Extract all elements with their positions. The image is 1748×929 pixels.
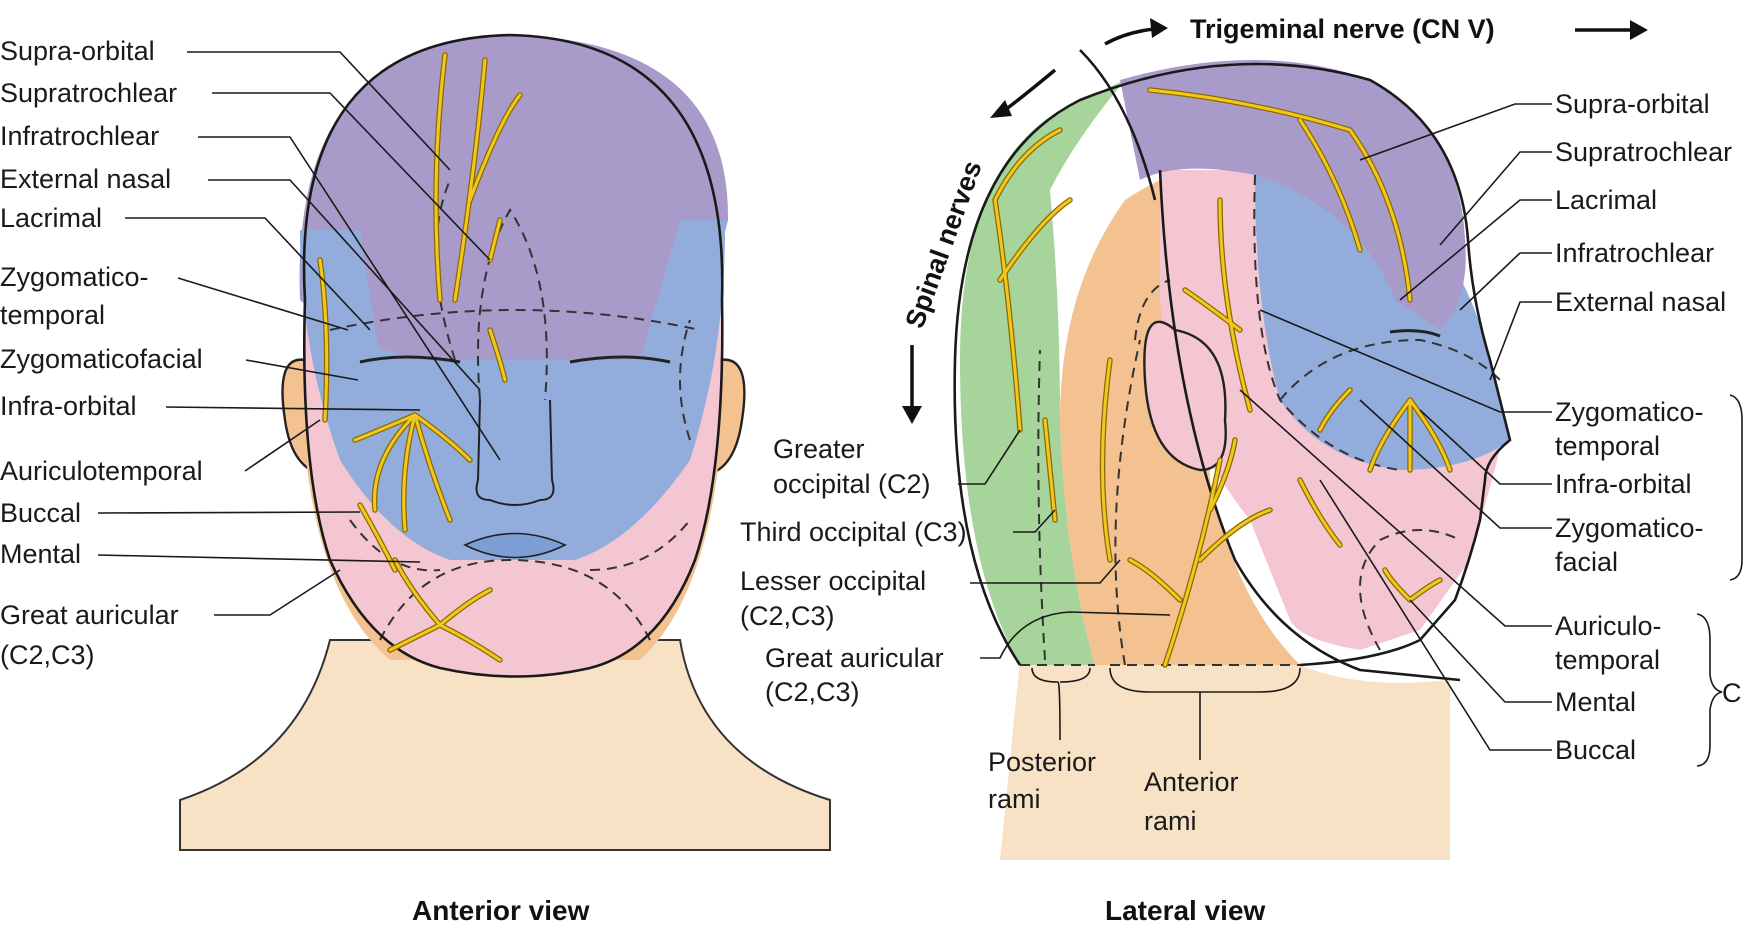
- lateral-bracket-label: C: [1722, 678, 1742, 708]
- lateral-label-lacrimal: Lacrimal: [1555, 185, 1657, 215]
- spinal-down-arrowhead: [902, 406, 922, 424]
- lateral-label-supra-orbital: Supra-orbital: [1555, 89, 1710, 119]
- rami-anterior-1: Anterior: [1144, 767, 1239, 797]
- rami-anterior-2: rami: [1144, 806, 1197, 836]
- lateral-label-lesser-occipital-2: (C2,C3): [740, 601, 835, 631]
- rami-posterior-1: Posterior: [988, 747, 1096, 777]
- rami-posterior-2: rami: [988, 784, 1041, 814]
- lateral-caption: Lateral view: [1105, 895, 1266, 926]
- lateral-label-greater-occipital-2: occipital (C2): [773, 469, 931, 499]
- anterior-label-mental: Mental: [0, 539, 81, 569]
- lateral-label-auriculotemporal-1: Auriculo-: [1555, 611, 1662, 641]
- lateral-label-greater-occipital-1: Greater: [773, 434, 865, 464]
- lateral-label-infra-orbital: Infra-orbital: [1555, 469, 1692, 499]
- lateral-label-lesser-occipital-1: Lesser occipital: [740, 566, 926, 596]
- anterior-label-buccal: Buccal: [0, 498, 81, 528]
- anterior-label-infratrochlear: Infratrochlear: [0, 121, 159, 151]
- lateral-label-great-auricular-2: (C2,C3): [765, 677, 860, 707]
- anterior-label-supra-orbital: Supra-orbital: [0, 36, 155, 66]
- lateral-label-buccal: Buccal: [1555, 735, 1636, 765]
- upper-brace: [1730, 395, 1742, 580]
- spinal-up-arrowhead: [990, 100, 1012, 118]
- anterior-label-zygomatico: Zygomatico-: [0, 262, 149, 292]
- lateral-label-zygomaticofacial-2: facial: [1555, 547, 1618, 577]
- anterior-label-great-auricular: Great auricular: [0, 600, 179, 630]
- lateral-label-external-nasal: External nasal: [1555, 287, 1726, 317]
- trigeminal-right-arrowhead: [1630, 20, 1648, 40]
- anterior-label-infra-orbital: Infra-orbital: [0, 391, 137, 421]
- anterior-label-great-auricular-roots: (C2,C3): [0, 640, 95, 670]
- anterior-label-zygomaticofacial: Zygomaticofacial: [0, 344, 203, 374]
- anterior-label-supratrochlear: Supratrochlear: [0, 78, 177, 108]
- lateral-label-supratrochlear: Supratrochlear: [1555, 137, 1732, 167]
- anterior-caption: Anterior view: [412, 895, 590, 926]
- lower-brace: [1697, 614, 1722, 766]
- anterior-label-external-nasal: External nasal: [0, 164, 171, 194]
- anterior-label-lacrimal: Lacrimal: [0, 203, 102, 233]
- anterior-label-auriculotemporal: Auriculotemporal: [0, 456, 203, 486]
- lateral-label-zygomaticofacial-1: Zygomatico-: [1555, 513, 1704, 543]
- lateral-label-zygomatico-2: temporal: [1555, 431, 1660, 461]
- lateral-label-zygomatico-1: Zygomatico-: [1555, 397, 1704, 427]
- trigeminal-header: Trigeminal nerve (CN V): [1190, 14, 1495, 44]
- lateral-view: Trigeminal nerve (CN V) Spinal nerves Gr…: [740, 14, 1742, 926]
- lateral-label-mental: Mental: [1555, 687, 1636, 717]
- spinal-up-arrow: [1005, 70, 1055, 110]
- lateral-label-auriculotemporal-2: temporal: [1555, 645, 1660, 675]
- lateral-label-third-occipital: Third occipital (C3): [740, 517, 967, 547]
- trigeminal-arc-arrowhead: [1150, 18, 1168, 38]
- anterior-label-temporal: temporal: [0, 300, 105, 330]
- lateral-label-infratrochlear: Infratrochlear: [1555, 238, 1714, 268]
- lateral-label-great-auricular-1: Great auricular: [765, 643, 944, 673]
- anterior-view: Supra-orbital Supratrochlear Infratrochl…: [0, 35, 830, 926]
